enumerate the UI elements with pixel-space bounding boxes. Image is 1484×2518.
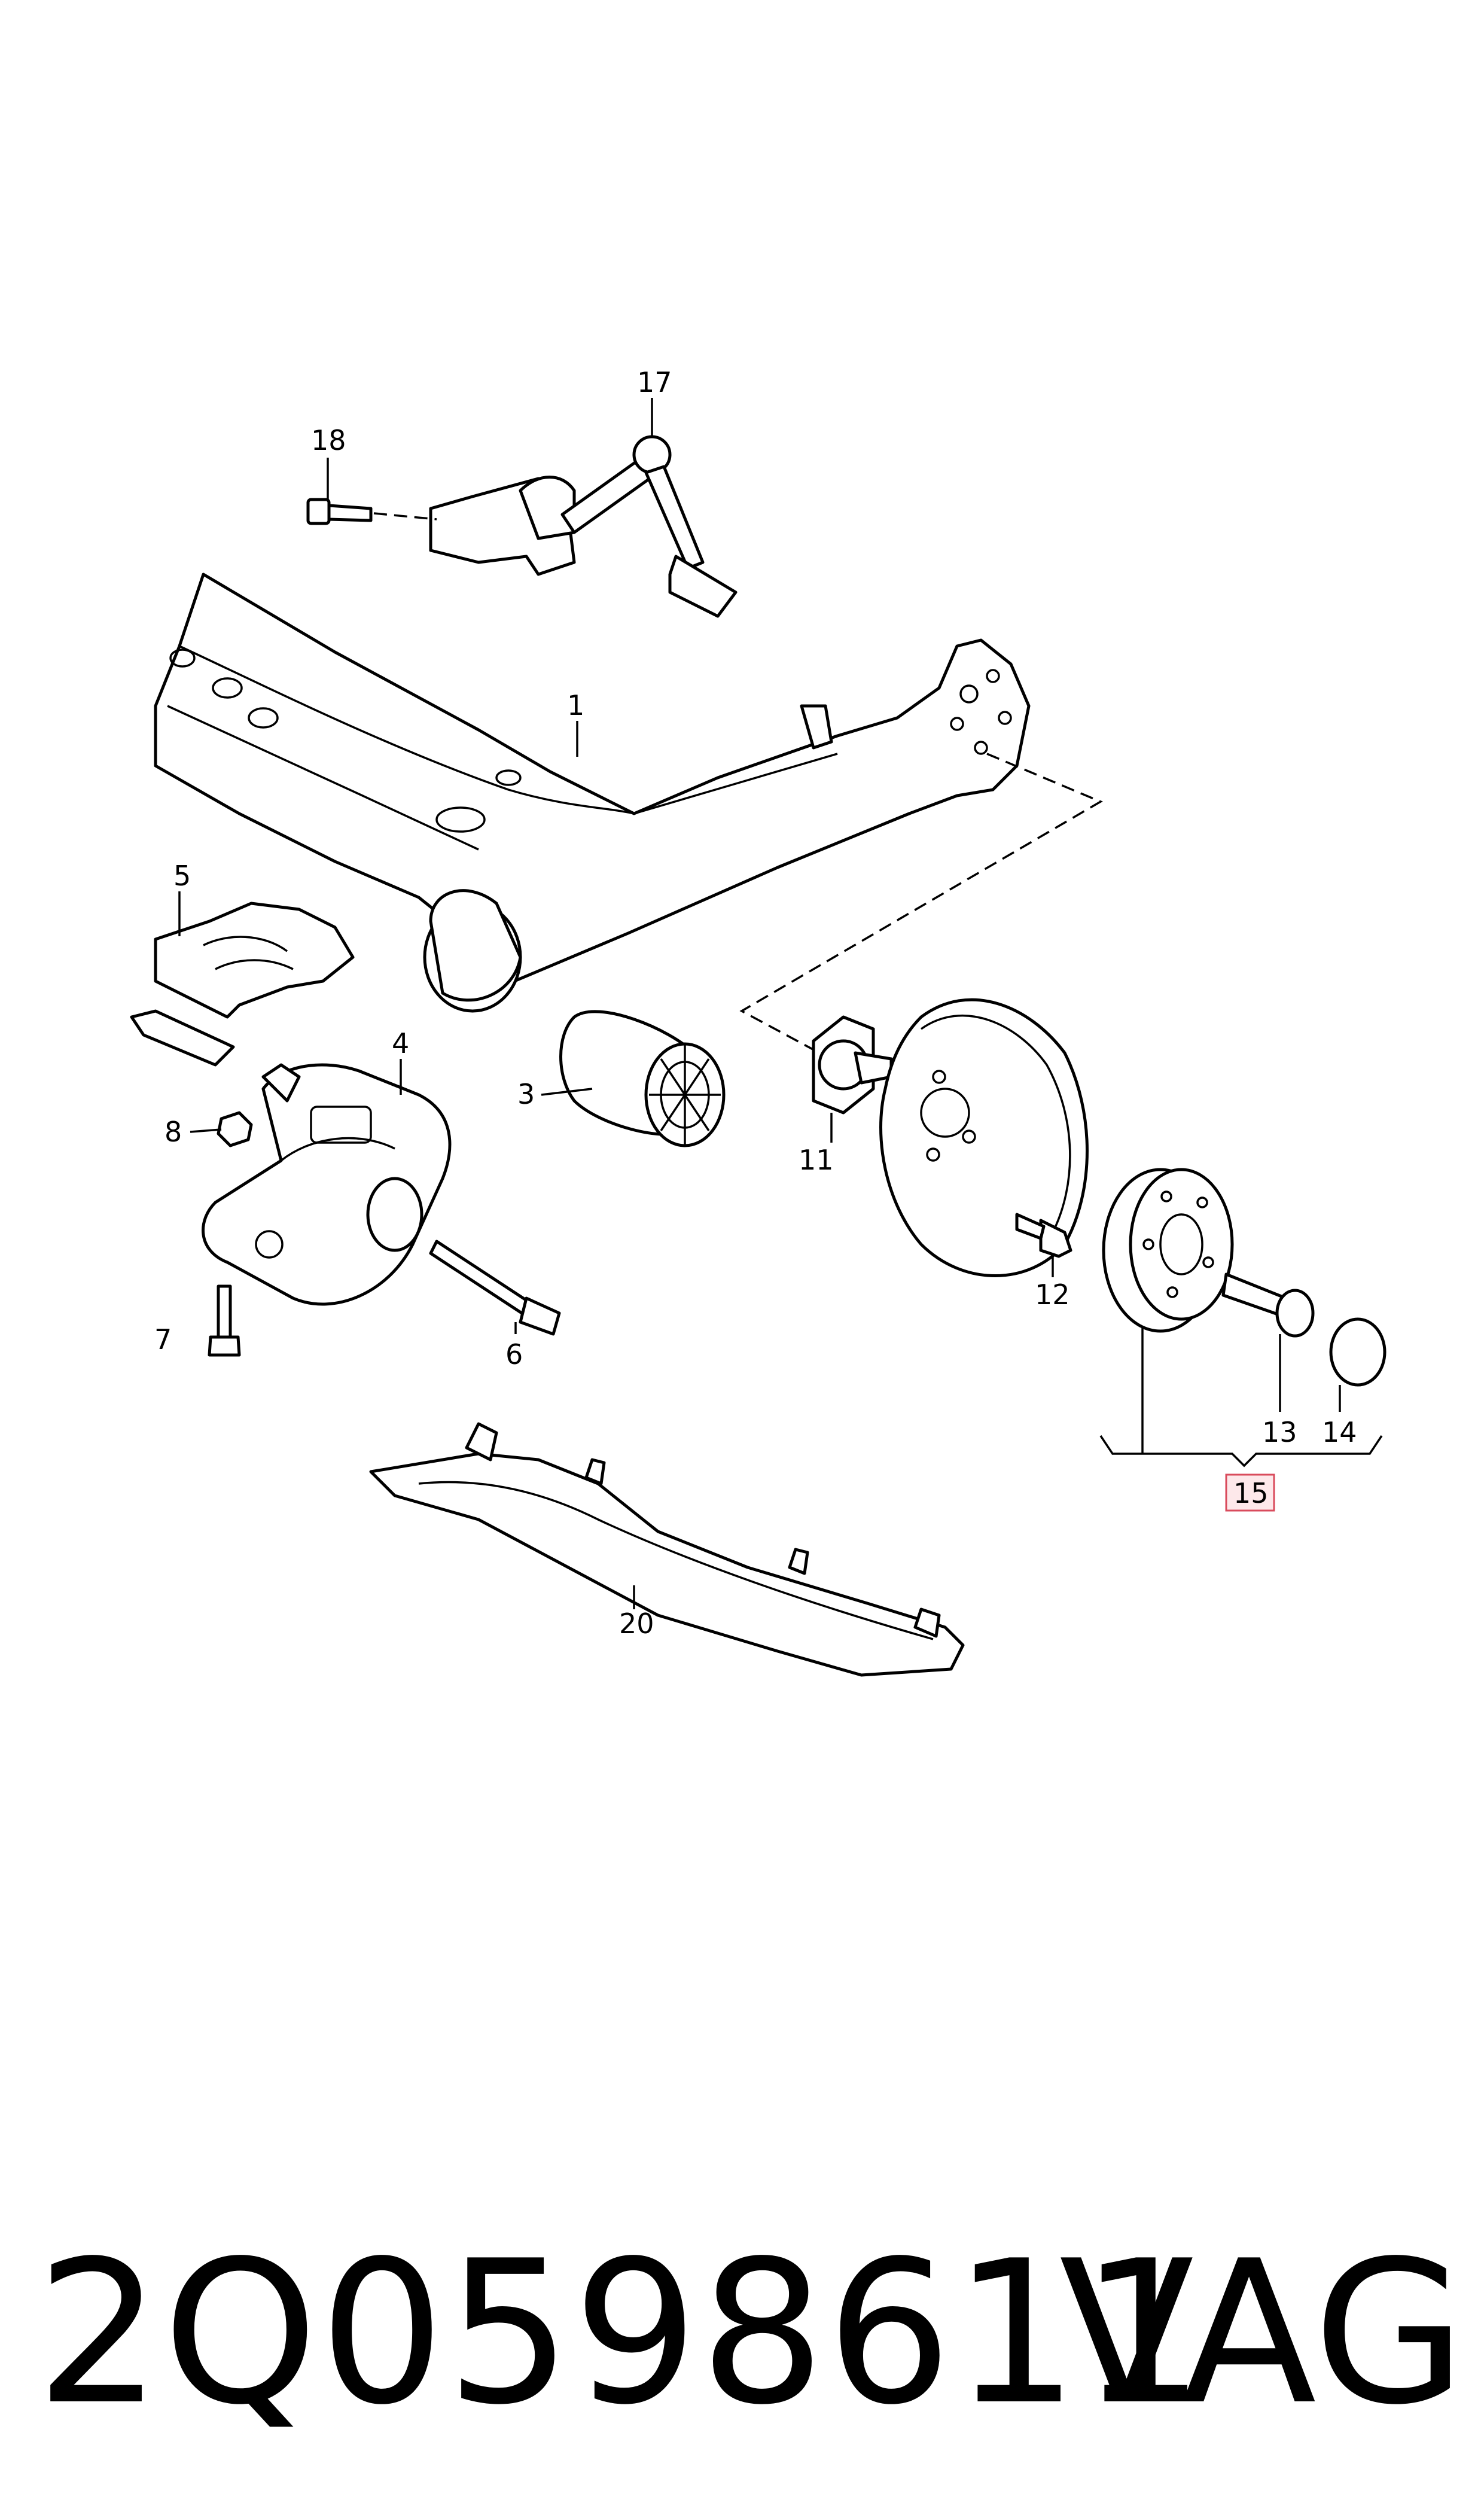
callout-15-highlight — [1225, 1473, 1275, 1512]
part-number: 2Q0598611 — [36, 2218, 1207, 2448]
brake-backplate — [879, 998, 1089, 1277]
callout-13: 13 — [1262, 1416, 1297, 1448]
callout-3: 3 — [517, 1078, 535, 1110]
long-bolt — [429, 1240, 561, 1336]
leader-lines — [178, 398, 1383, 1609]
callout-15: 15 — [1233, 1477, 1269, 1509]
dust-cap — [1329, 1317, 1387, 1387]
callout-4: 4 — [392, 1027, 409, 1059]
callout-12: 12 — [1035, 1278, 1070, 1311]
hub-bolt — [1221, 1272, 1315, 1338]
callout-labels: 17 18 1 5 4 3 8 7 6 11 12 13 14 15 20 — [154, 366, 1357, 1640]
level-sensor-assembly — [306, 435, 738, 618]
callout-14: 14 — [1322, 1416, 1357, 1448]
callout-8: 8 — [164, 1116, 182, 1148]
callout-1: 1 — [567, 689, 584, 721]
footer: 2Q0598611 VAG — [0, 2213, 1484, 2453]
mounting-bracket — [202, 1063, 452, 1306]
callout-17: 17 — [637, 366, 672, 398]
bolt-12 — [1015, 1213, 1072, 1258]
callout-20: 20 — [619, 1607, 654, 1640]
callout-18: 18 — [311, 424, 346, 456]
exploded-parts-diagram: 17 18 1 5 4 3 8 7 6 11 12 13 14 15 20 — [130, 366, 1387, 1677]
bushing — [559, 1010, 726, 1147]
callout-6: 6 — [505, 1338, 523, 1371]
axle-beam — [154, 573, 1031, 1013]
nut-8 — [217, 1111, 253, 1147]
brand-name: VAG — [1059, 2218, 1466, 2448]
bracket-cover — [130, 902, 355, 1067]
wheel-hub — [1102, 1168, 1234, 1333]
callout-7: 7 — [154, 1323, 172, 1356]
underbody-panel — [369, 1422, 965, 1677]
callout-5: 5 — [173, 860, 191, 892]
bolt-7 — [208, 1284, 241, 1357]
callout-11: 11 — [799, 1144, 834, 1176]
stub-axle — [812, 1015, 893, 1115]
